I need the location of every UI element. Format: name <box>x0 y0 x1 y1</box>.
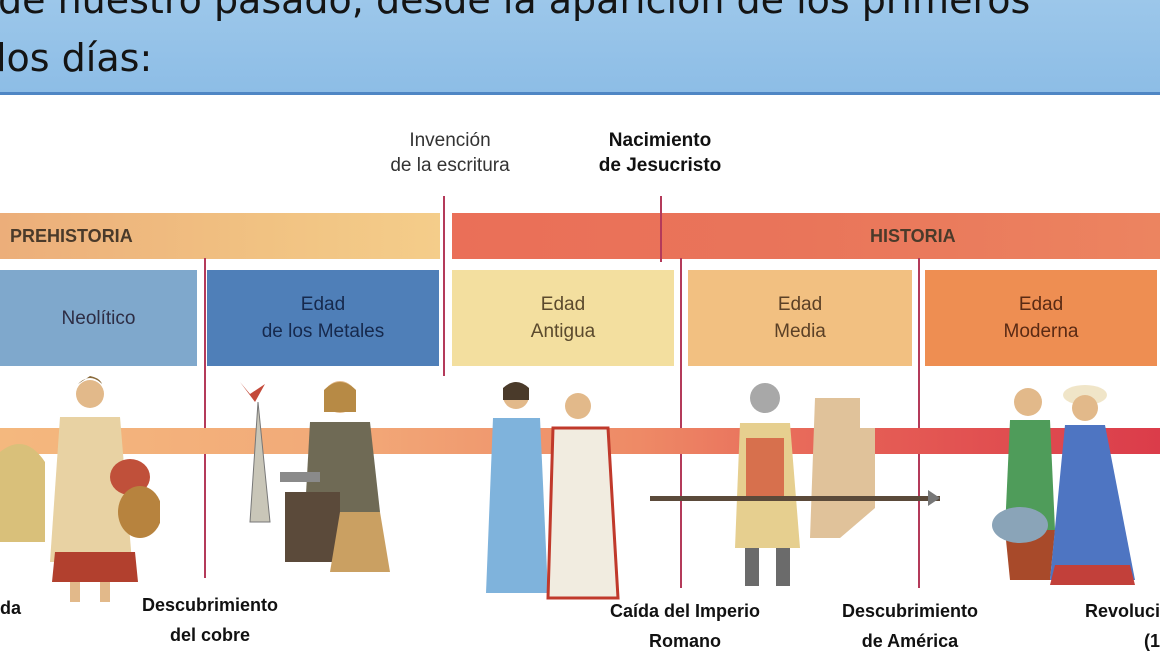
period-neolitico-line1: Neolítico <box>61 307 136 329</box>
divider-nacimiento-jesucristo <box>660 196 662 262</box>
period-edad-antigua: Edad Antigua <box>452 270 674 366</box>
period-neolitico: Neolítico <box>0 270 197 366</box>
header-banner: de nuestro pasado, desde la aparición de… <box>0 0 1160 95</box>
annotation-nacimiento-jesucristo: Nacimiento de Jesucristo <box>570 128 750 178</box>
middle-age-knight-illustration <box>650 383 940 586</box>
event-roma-line1: Caída del Imperio <box>609 601 761 621</box>
event-left-line1: da <box>0 598 22 618</box>
event-label-left: da <box>0 593 40 623</box>
divider-descubrimiento-cobre <box>204 258 206 578</box>
modern-age-figures-illustration <box>992 385 1135 585</box>
header-text-line2: los días: <box>0 36 153 80</box>
event-descubrimiento-america: Descubrimiento de América <box>810 596 1010 656</box>
era-label-prehistoria: PREHISTORIA <box>10 225 133 246</box>
event-cobre-line2: del cobre <box>169 625 251 645</box>
era-band-historia: HISTORIA <box>452 213 1160 259</box>
divider-descubrimiento-america <box>918 258 920 588</box>
event-revolucion-line1: Revoluci <box>1084 601 1160 621</box>
event-america-line2: de América <box>861 631 959 651</box>
annotation-invencion-escritura: Invención de la escritura <box>355 128 545 178</box>
header-text-line1: de nuestro pasado, desde la aparición de… <box>0 0 1031 22</box>
period-metales-line1: Edad <box>300 294 346 315</box>
period-edad-metales: Edad de los Metales <box>207 270 439 366</box>
annotation-christ-line2: de Jesucristo <box>598 155 722 176</box>
period-media-line2: Media <box>774 321 826 342</box>
annotation-writing-line2: de la escritura <box>390 155 510 176</box>
event-cobre-line1: Descubrimiento <box>141 595 279 615</box>
period-antigua-line1: Edad <box>540 294 586 315</box>
event-descubrimiento-cobre: Descubrimiento del cobre <box>110 590 310 650</box>
event-roma-line2: Romano <box>649 631 721 651</box>
neolithic-figure-illustration <box>0 376 160 602</box>
annotation-christ-line1: Nacimiento <box>608 130 712 151</box>
divider-invencion-escritura <box>443 196 445 376</box>
event-america-line1: Descubrimiento <box>841 601 979 621</box>
metal-age-smith-illustration <box>240 381 390 572</box>
ancient-age-figures-illustration <box>486 382 620 600</box>
era-label-historia: HISTORIA <box>870 225 956 246</box>
event-revolucion: Revoluci (1 <box>1070 596 1160 656</box>
period-media-line1: Edad <box>777 294 823 315</box>
period-edad-moderna: Edad Moderna <box>925 270 1157 366</box>
event-caida-imperio-romano: Caída del Imperio Romano <box>580 596 790 656</box>
period-antigua-line2: Antigua <box>530 321 596 342</box>
period-edad-media: Edad Media <box>688 270 912 366</box>
divider-caida-imperio <box>680 258 682 588</box>
period-moderna-line2: Moderna <box>1003 321 1079 342</box>
event-revolucion-line2: (1 <box>1143 631 1160 651</box>
annotation-writing-line1: Invención <box>409 130 491 151</box>
era-band-prehistoria: PREHISTORIA <box>0 213 440 259</box>
period-moderna-line1: Edad <box>1018 294 1064 315</box>
period-metales-line2: de los Metales <box>261 321 385 342</box>
